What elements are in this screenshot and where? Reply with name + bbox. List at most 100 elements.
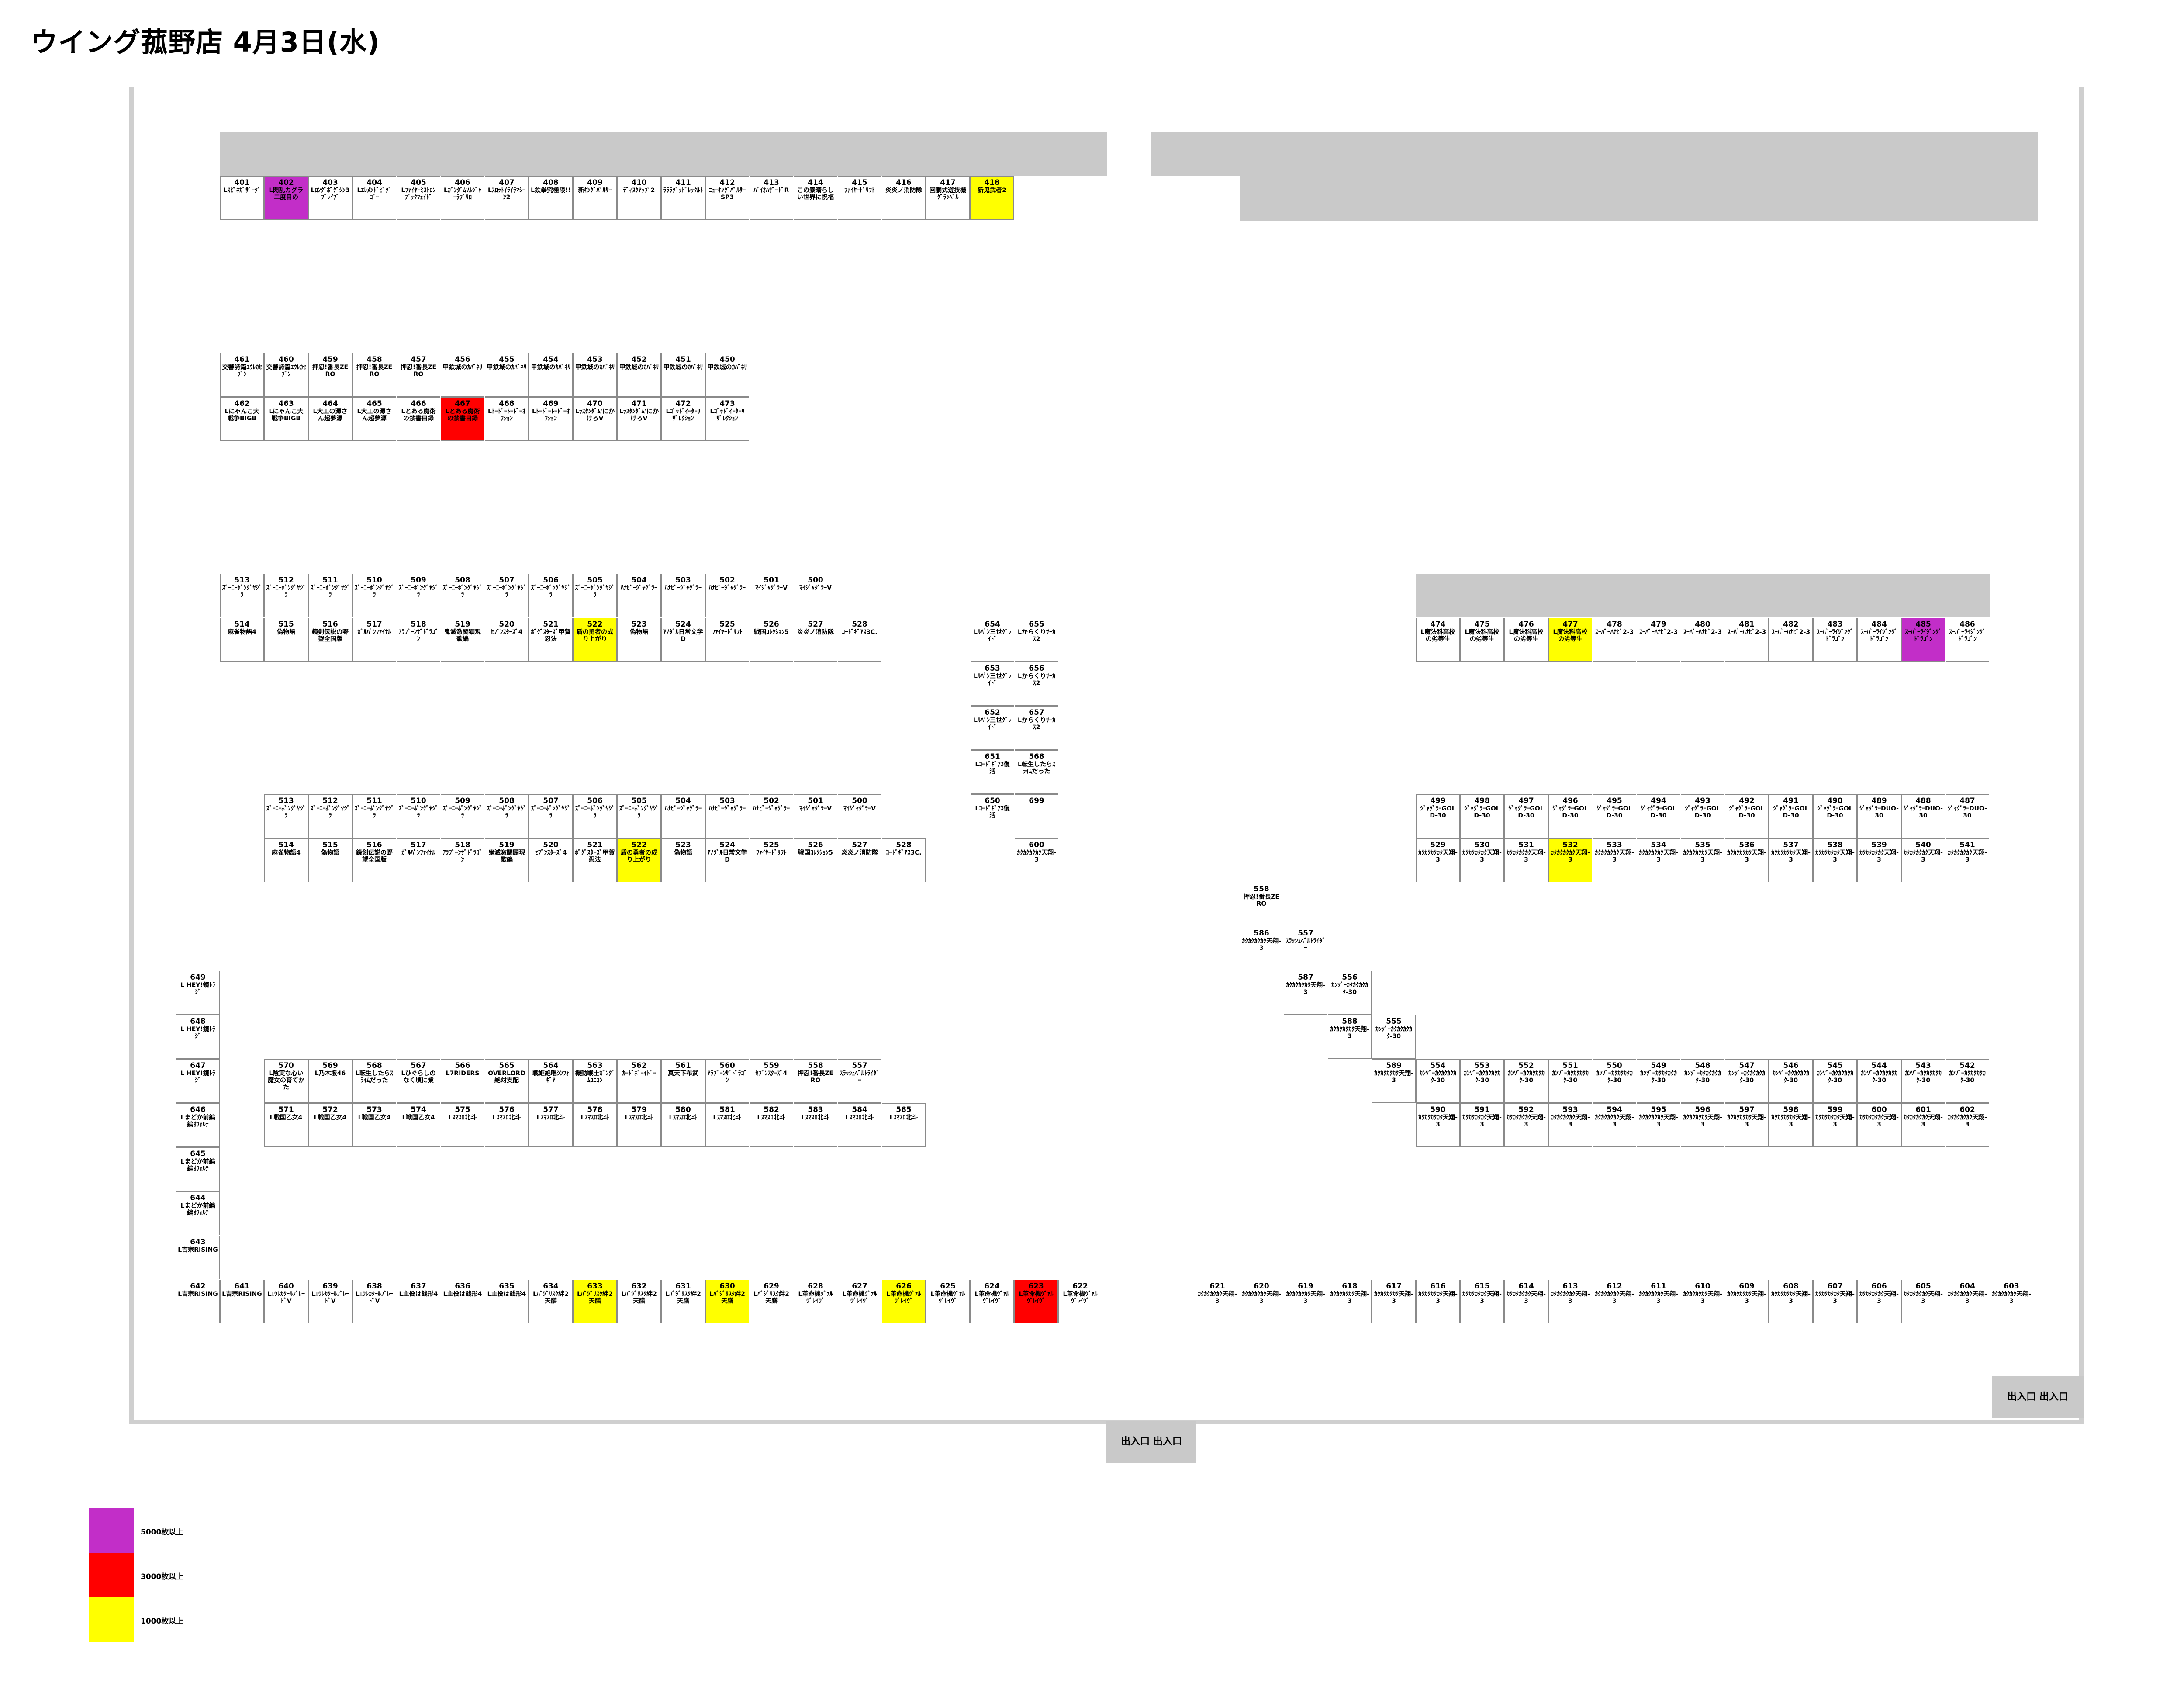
entrance-bottom[interactable]: 出入口 出入口 — [1106, 1421, 1196, 1463]
